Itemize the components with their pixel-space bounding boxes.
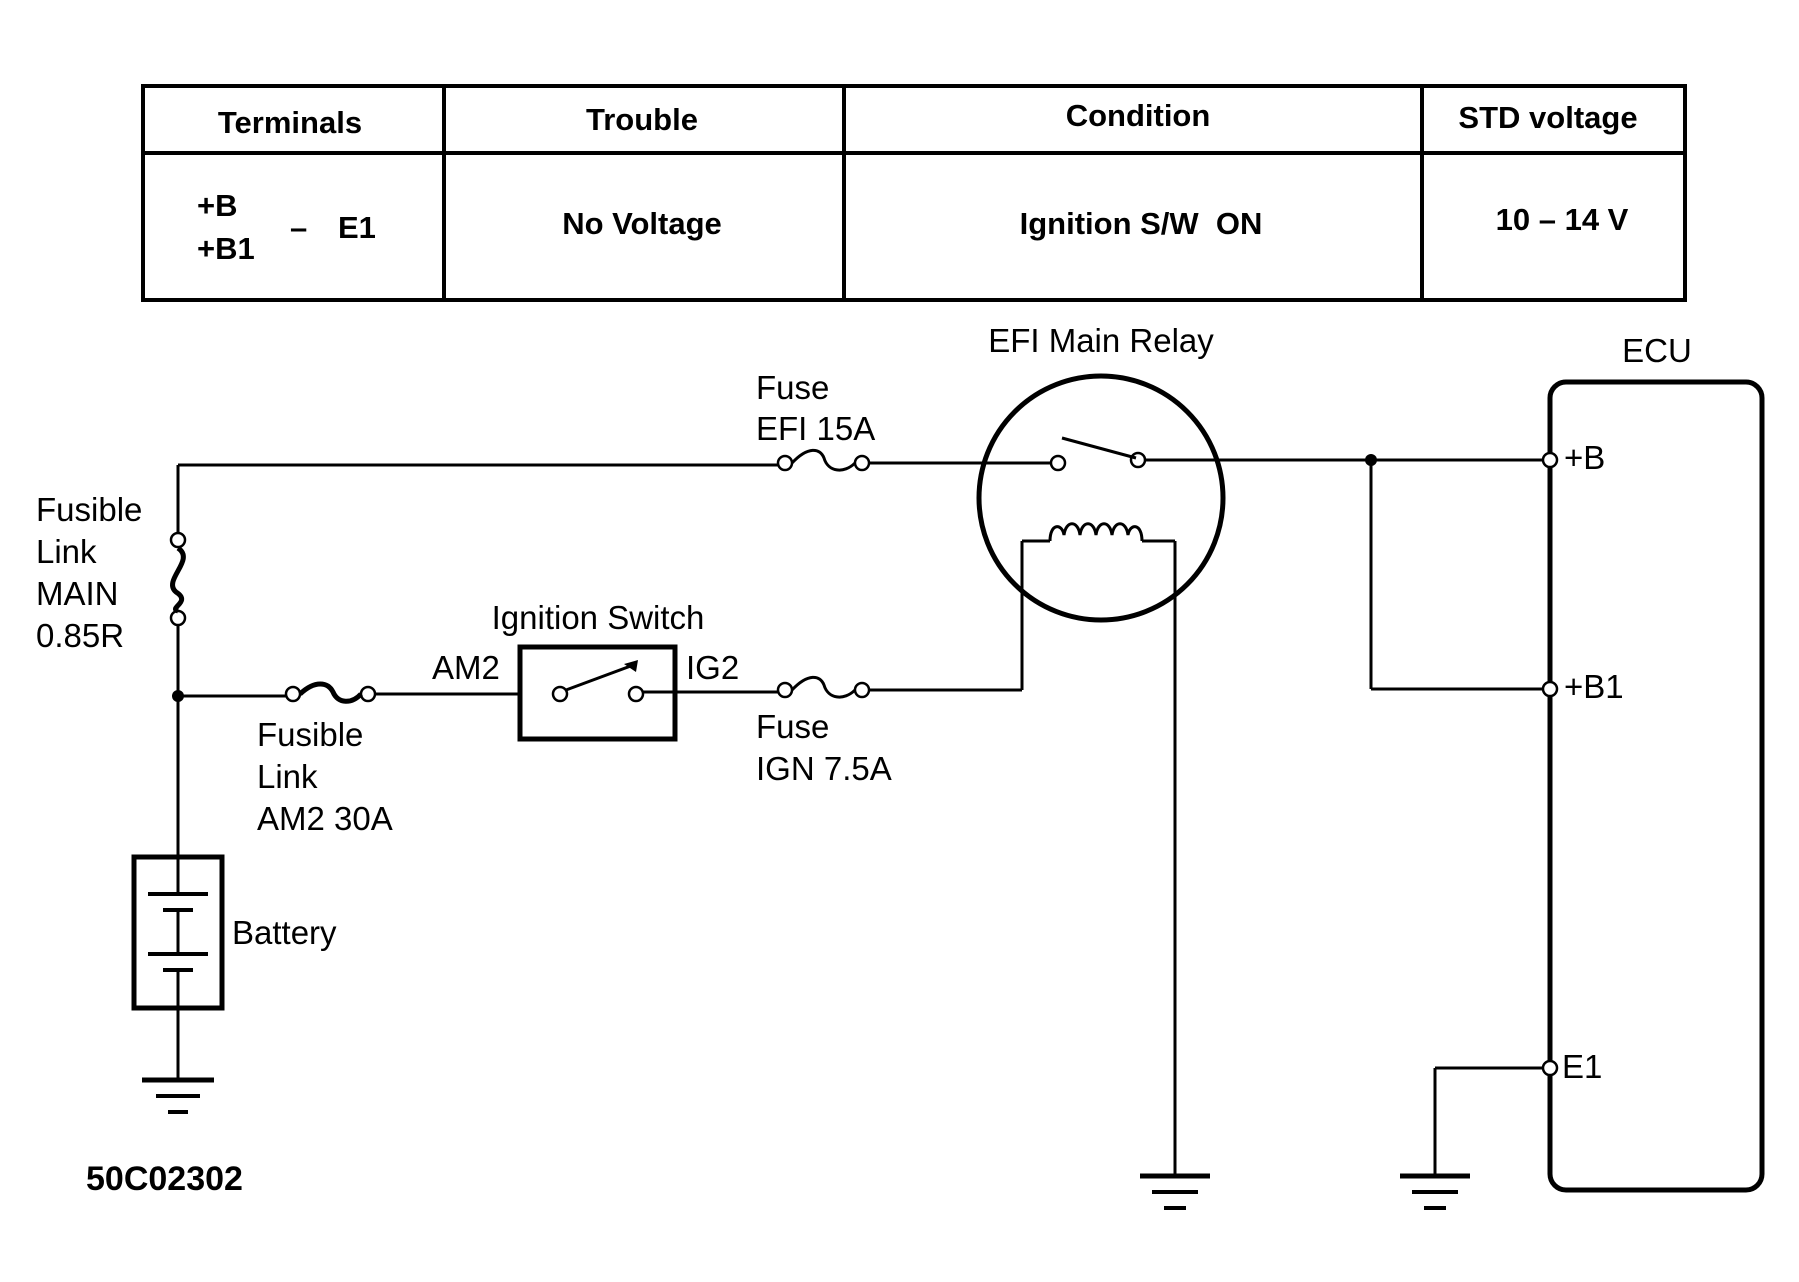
spec-table: Terminals Trouble Condition STD voltage … — [141, 84, 1687, 302]
fusible-link-main-label: 0.85R — [36, 617, 124, 654]
ig2-label: IG2 — [686, 649, 739, 686]
cell-terminal-dash: – — [290, 210, 307, 245]
cell-terminal-e1: E1 — [338, 210, 376, 245]
fusible-link-am2-label: Fusible — [257, 716, 363, 753]
ignition-switch-label: Ignition Switch — [492, 599, 705, 636]
fuse-ign-label: IGN 7.5A — [756, 750, 892, 787]
fusible-link-am2-label: Link — [257, 758, 318, 795]
fuse-efi-label: Fuse — [756, 369, 829, 406]
ecu-e1-label: E1 — [1562, 1048, 1602, 1085]
battery — [131, 854, 225, 1011]
fusible-link-main-label: MAIN — [36, 575, 119, 612]
ecu-label: ECU — [1622, 332, 1692, 369]
fusible-link-main — [169, 531, 187, 627]
header-terminals: Terminals — [218, 105, 362, 140]
fuse-efi-label: EFI 15A — [756, 410, 875, 447]
cell-trouble: No Voltage — [562, 206, 722, 241]
efi-main-relay — [976, 373, 1226, 623]
ground-symbol — [1140, 1173, 1210, 1210]
ecu-terminal-e1 — [1541, 1059, 1559, 1077]
cell-terminal-b1: +B1 — [197, 231, 255, 266]
ground-symbol — [1400, 1173, 1470, 1210]
am2-label: AM2 — [432, 649, 500, 686]
fusible-link-am2-label: AM2 30A — [257, 800, 393, 837]
ignition-switch — [490, 644, 678, 742]
fuse-ign — [776, 675, 871, 699]
header-trouble: Trouble — [586, 102, 698, 137]
junction-dot — [1365, 454, 1377, 466]
table-border — [141, 84, 1687, 302]
cell-terminal-b: +B — [197, 188, 238, 223]
efi-main-relay-label: EFI Main Relay — [988, 322, 1214, 359]
ecu-b1-label: +B1 — [1564, 668, 1624, 705]
header-std-voltage: STD voltage — [1458, 100, 1637, 135]
figure-code: 50C02302 — [86, 1160, 243, 1198]
ecu — [1541, 379, 1765, 1193]
relay-coil — [1048, 522, 1144, 542]
fusible-link-main-label: Fusible — [36, 491, 142, 528]
junction-dot — [172, 690, 184, 702]
switch-blade — [565, 662, 637, 692]
header-condition: Condition — [1066, 98, 1211, 133]
relay-contact-arm — [1061, 436, 1137, 460]
fusible-link-main-label: Link — [36, 533, 97, 570]
ecu-terminal-b — [1541, 451, 1559, 469]
fusible-link-am2 — [284, 681, 377, 704]
fuse-efi — [776, 448, 871, 472]
relay-circle — [976, 373, 1226, 623]
ecu-b-label: +B — [1564, 439, 1605, 476]
cell-std-voltage: 10 – 14 V — [1496, 202, 1629, 237]
ecu-box — [1547, 379, 1765, 1193]
battery-label: Battery — [232, 914, 337, 951]
ground-symbol — [142, 1077, 214, 1114]
fuse-ign-label: Fuse — [756, 708, 829, 745]
ecu-terminal-b1 — [1541, 680, 1559, 698]
cell-condition: Ignition S/W ON — [1020, 206, 1263, 241]
